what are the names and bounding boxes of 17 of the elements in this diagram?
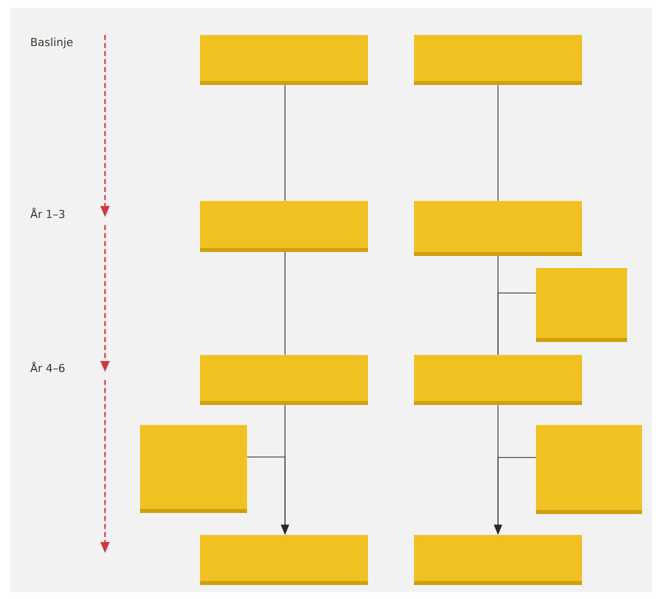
process-box <box>414 201 582 256</box>
period-label: Baslinje <box>31 38 73 48</box>
period-label: År 4–6 <box>30 362 65 372</box>
connector <box>284 84 286 202</box>
process-box <box>536 424 642 514</box>
process-box <box>414 534 582 585</box>
process-box <box>414 354 582 405</box>
process-box <box>200 201 368 252</box>
period-label: År 1–3 <box>30 208 64 218</box>
connector <box>498 292 536 356</box>
process-box <box>200 354 368 405</box>
process-box <box>536 268 627 342</box>
process-box <box>200 35 368 85</box>
process-box <box>200 534 368 585</box>
process-box <box>140 424 247 513</box>
connector <box>284 252 286 356</box>
process-box <box>414 35 582 85</box>
